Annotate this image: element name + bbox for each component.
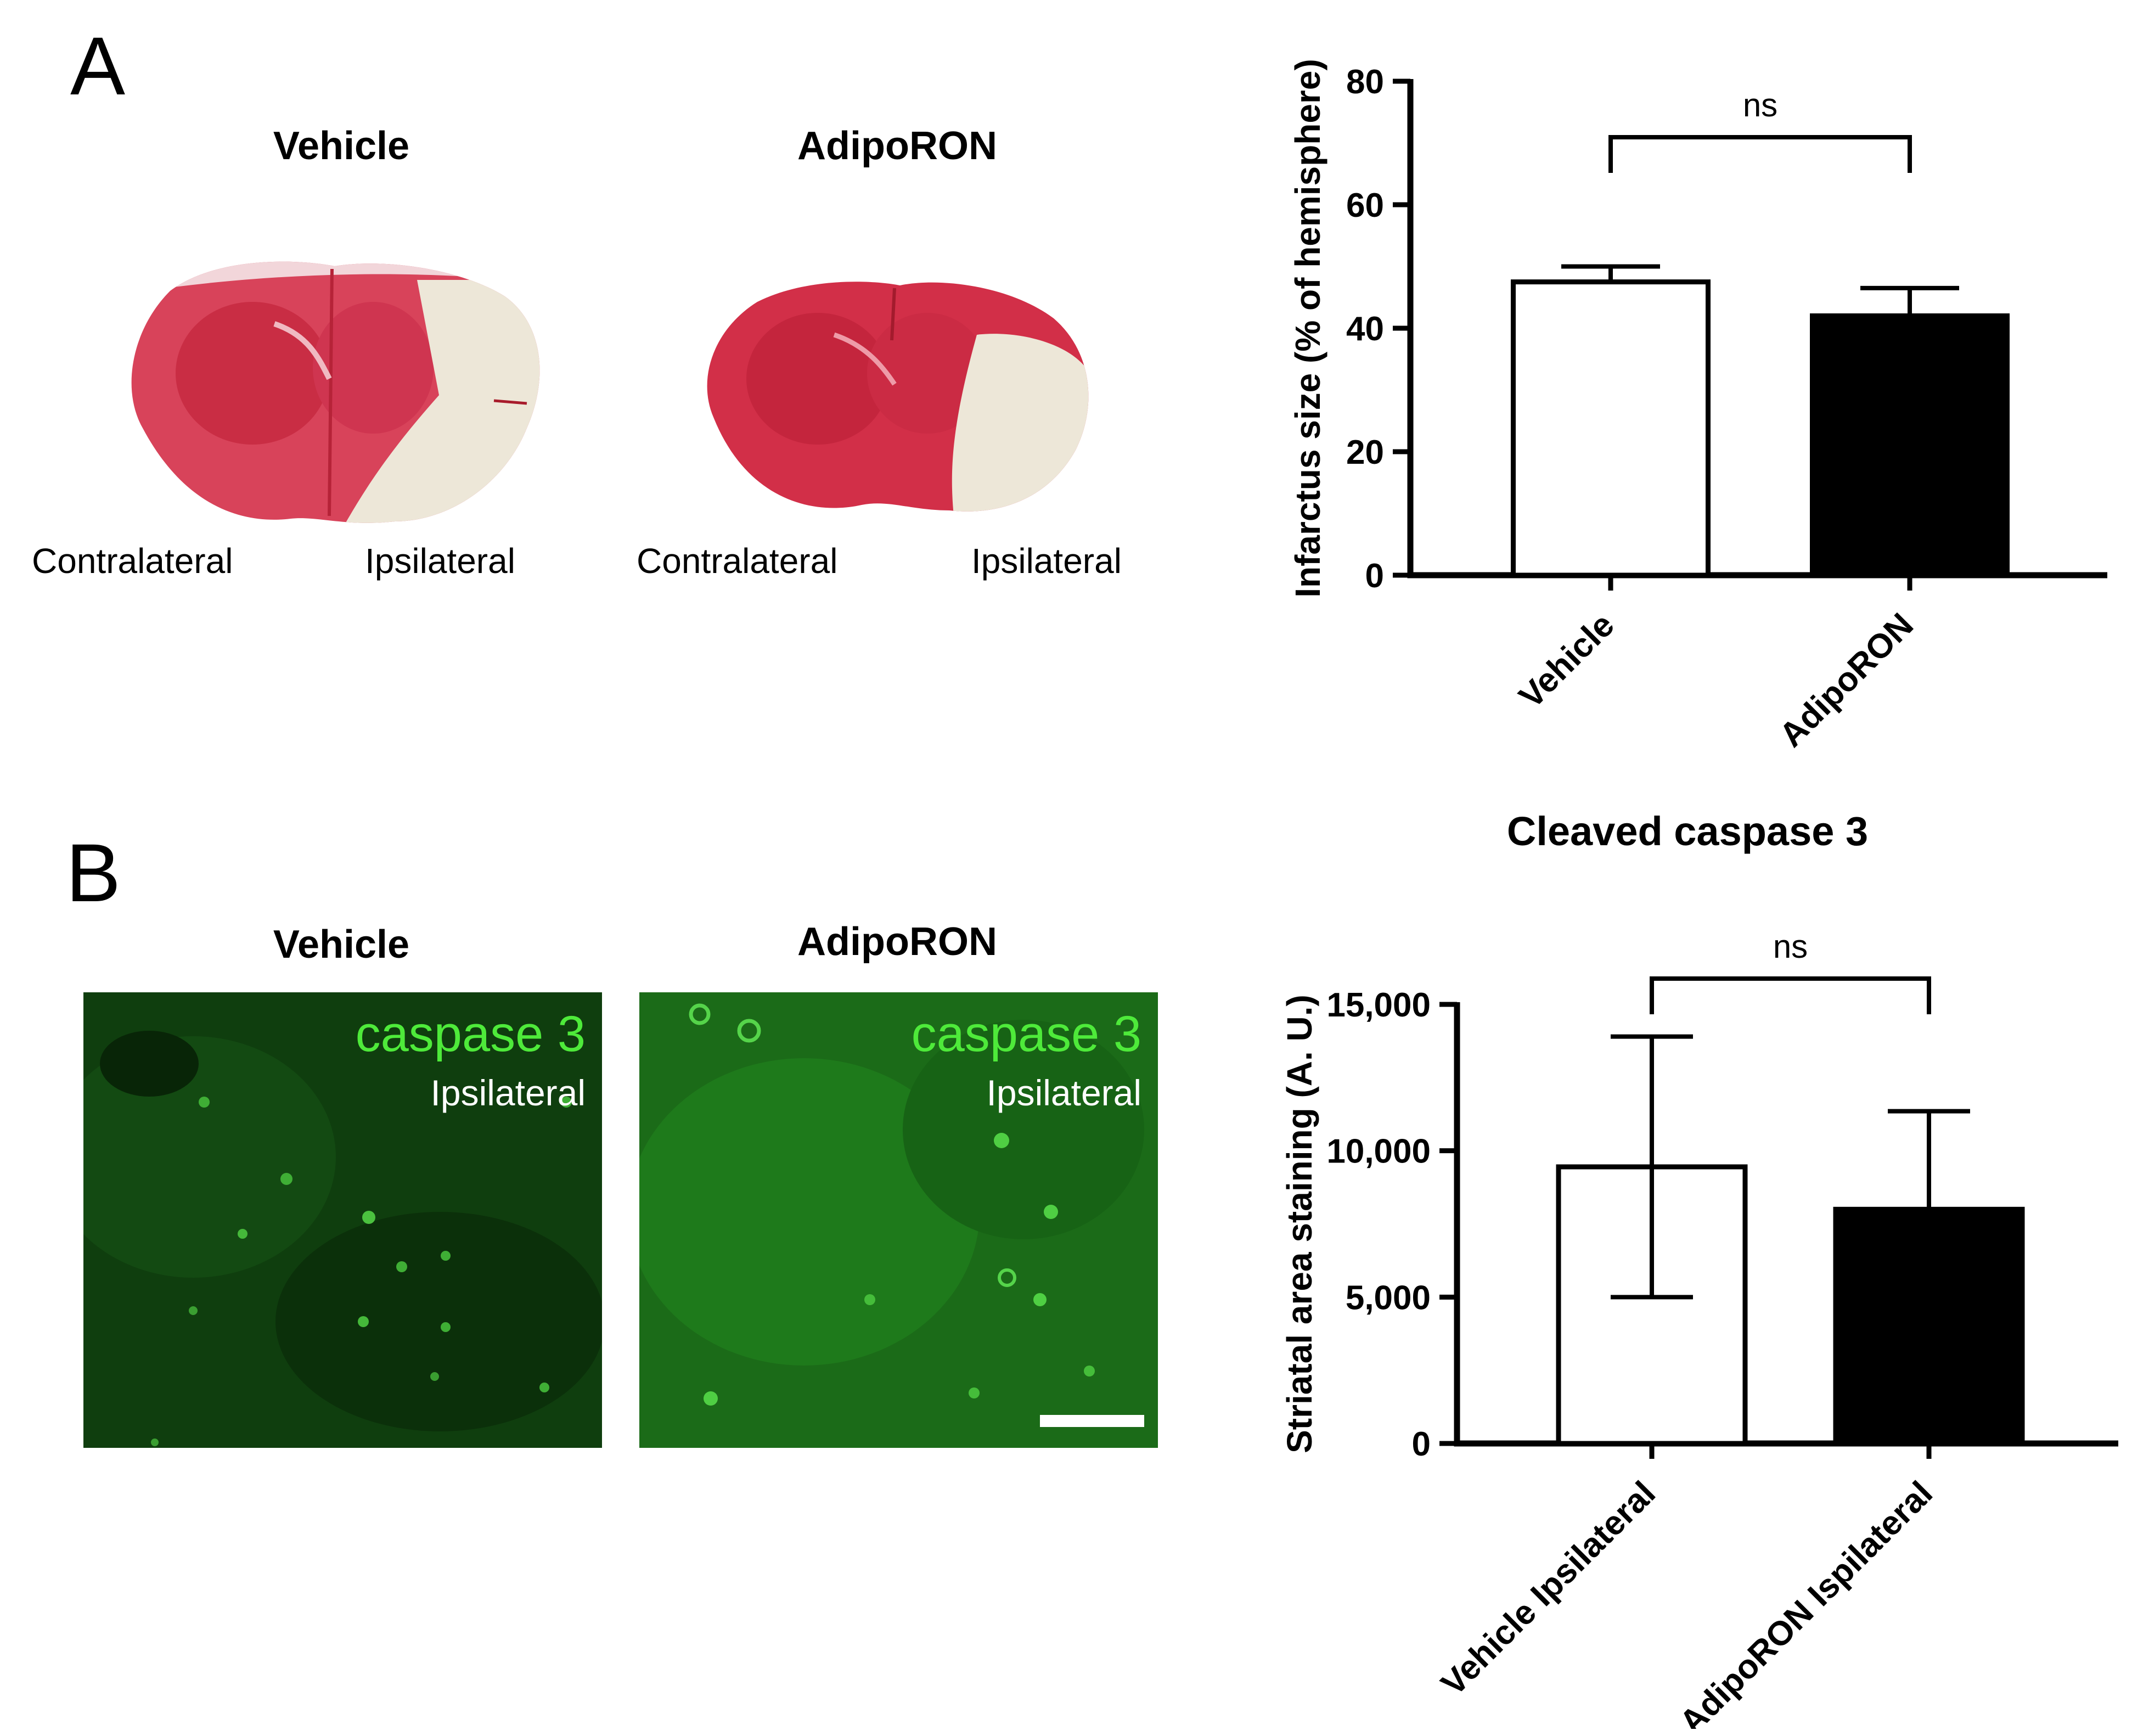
infarct-y-tick-label: 60 [1346,187,1384,224]
infarct-y-tick-label: 80 [1346,63,1384,101]
caspase-y-axis-label: Striatal area staining (A. U.) [1280,995,1319,1453]
panel-a-adiporon-title: AdipoRON [797,124,997,168]
infarct-bar [1511,279,1711,578]
infarct-x-tick-label: Vehicle [1512,606,1622,716]
panel-letter-b: B [66,827,121,919]
scale-bar [1040,1415,1144,1427]
caspase-significance-label: ns [1773,928,1808,965]
infarct-x-tick-label: AdipoRON [1773,606,1921,754]
infarct-y-tick-label: 40 [1346,310,1384,348]
adiporon-micrograph-texture [639,992,1158,1448]
panel-b-adiporon-title: AdipoRON [797,920,997,964]
vehicle-brain-slice-image [131,261,540,523]
vehicle-caspase-micrograph: caspase 3 Ipsilateral [83,992,602,1448]
infarct-bar [1810,313,2010,578]
infarct-y-tick-label: 0 [1365,557,1384,595]
caspase-x-tick-label: Vehicle Ipsilateral [1434,1474,1663,1703]
adiporon-ipsilateral-label: Ipsilateral [971,541,1122,581]
adiporon-stain-label: caspase 3 [911,1006,1141,1062]
infarct-significance-label: ns [1743,87,1777,123]
vehicle-contralateral-label: Contralateral [32,541,233,581]
vehicle-ipsilateral-label: Ipsilateral [365,541,515,581]
panel-a-vehicle-title: Vehicle [273,124,410,168]
caspase-chart-title: Cleaved caspase 3 [1507,808,1868,854]
vehicle-micrograph-texture [83,992,602,1448]
caspase-y-tick-label: 0 [1412,1425,1431,1463]
caspase-staining-bar-chart: Cleaved caspase 3 0 5,000 10,000 15,000Stria… [1280,808,2118,1729]
vehicle-side-label: Ipsilateral [430,1072,586,1113]
caspase-x-tick-label: AdipoRON Ispilateral [1673,1474,1940,1729]
infarct-y-tick-label: 20 [1346,434,1384,471]
panel-letter-a: A [70,20,126,112]
adiporon-side-label: Ipsilateral [986,1072,1141,1113]
caspase-y-tick-label: 15,000 [1326,986,1431,1024]
vehicle-stain-label: caspase 3 [355,1006,586,1062]
infarct-size-bar-chart: 0 20 40 60 80 Infarctus size (% of hemisphere… [1288,59,2107,755]
panel-b-vehicle-title: Vehicle [273,923,410,967]
adiporon-contralateral-label: Contralateral [637,541,838,581]
caspase-significance-bracket [1650,976,1931,1014]
infarct-significance-bracket [1608,135,1912,173]
adiporon-caspase-micrograph: caspase 3 Ipsilateral [639,992,1158,1448]
adiporon-brain-slice-image [707,282,1089,512]
infarct-y-axis-label: Infarctus size (% of hemisphere) [1288,59,1327,598]
caspase-y-tick-label: 10,000 [1326,1133,1431,1171]
caspase-y-tick-label: 5,000 [1346,1279,1431,1317]
